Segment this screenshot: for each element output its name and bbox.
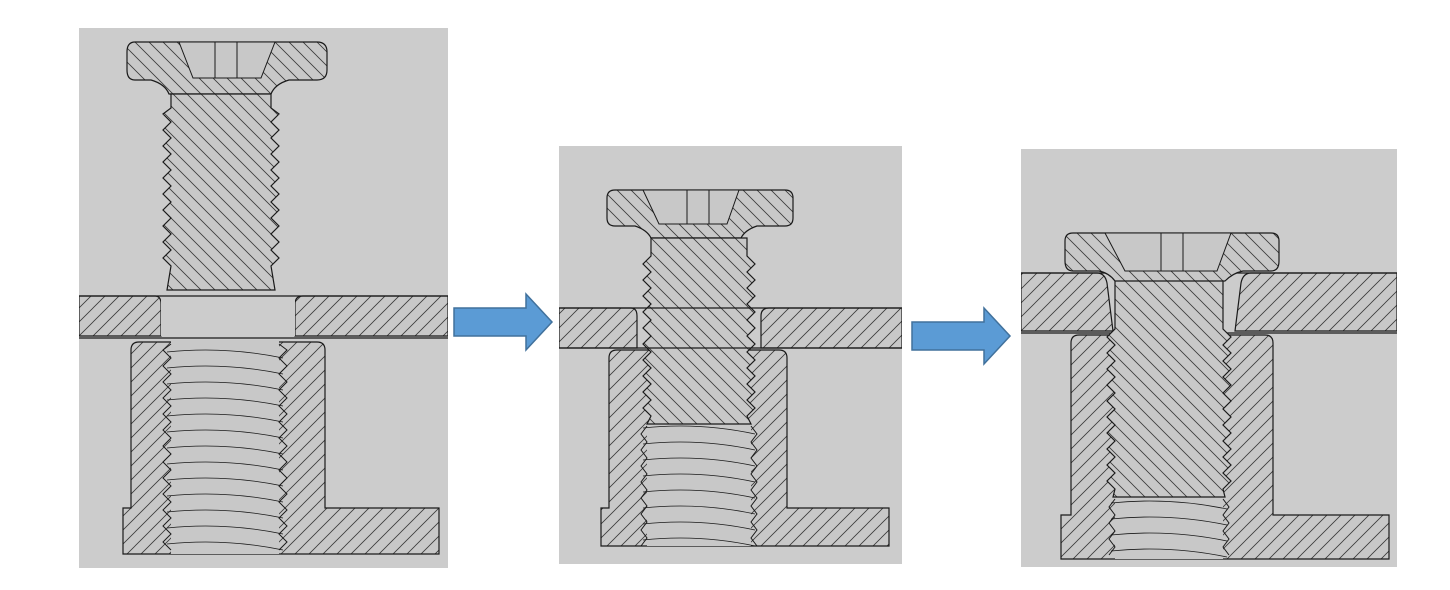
step-arrow-2 — [911, 306, 1012, 366]
internal-thread — [640, 424, 758, 547]
plate-right — [1234, 272, 1397, 332]
plate-left — [1021, 272, 1114, 332]
internal-thread — [162, 340, 288, 554]
step-arrow-1 — [453, 292, 554, 352]
internal-thread — [1108, 497, 1230, 559]
plate-left — [559, 307, 638, 349]
step-1-panel — [79, 28, 448, 568]
drive-recess — [642, 189, 740, 225]
screw-shank — [642, 237, 756, 425]
plate-right — [294, 295, 448, 337]
step-3-panel — [1021, 149, 1397, 567]
screw-shank — [162, 93, 280, 291]
step-2-panel — [559, 146, 902, 564]
drive-recess — [178, 41, 276, 79]
plate-right — [760, 307, 902, 349]
screw-shank — [1106, 268, 1232, 498]
drive-recess — [1104, 232, 1232, 272]
plate-left — [79, 295, 162, 337]
